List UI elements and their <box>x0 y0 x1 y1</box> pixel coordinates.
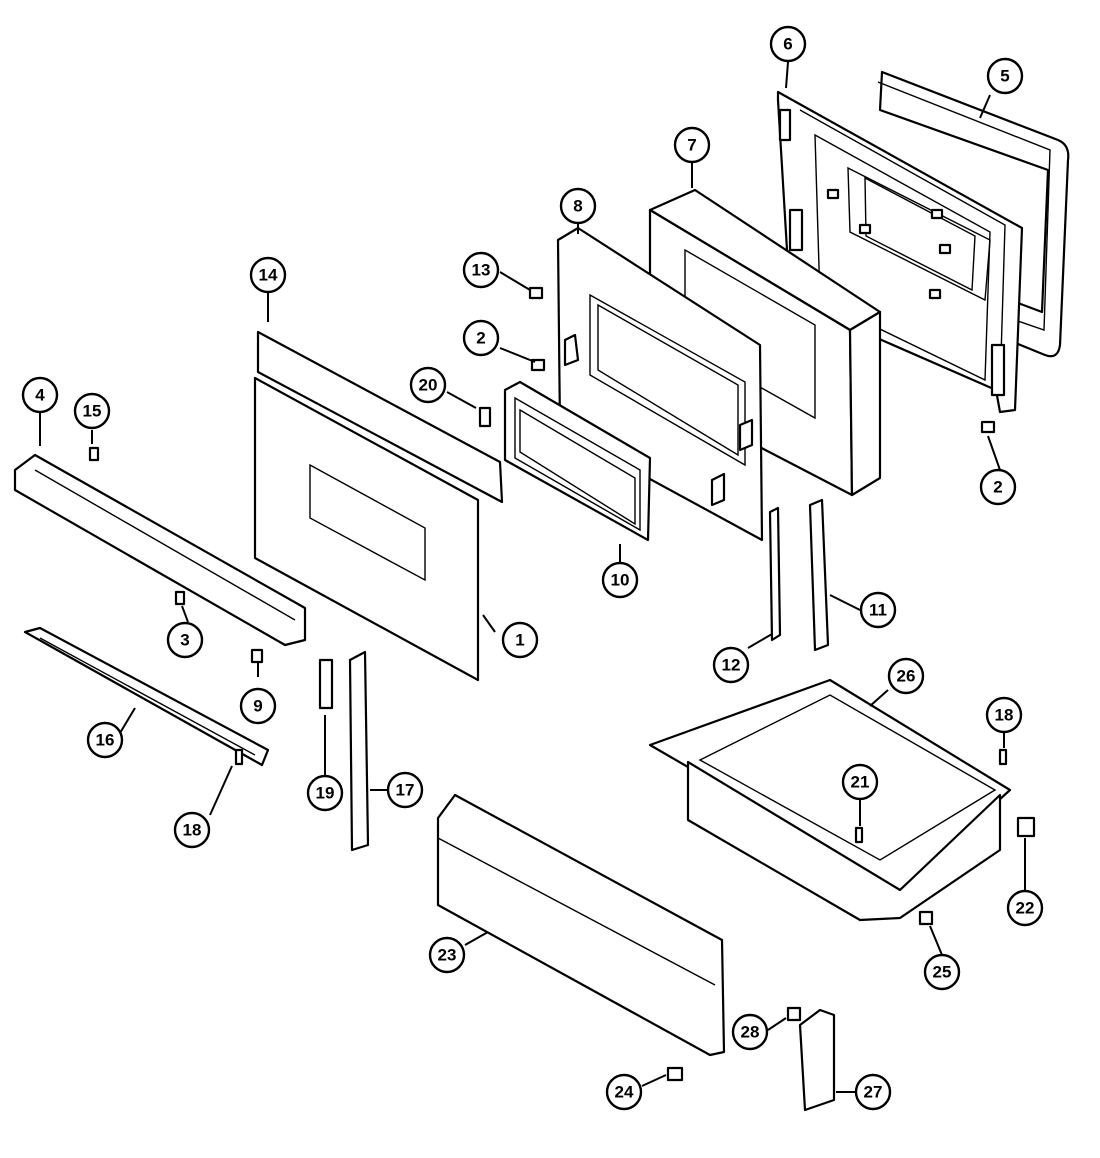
svg-text:12: 12 <box>722 656 741 675</box>
callout-1: 1 <box>501 621 539 659</box>
part-1-door-panel <box>253 376 480 682</box>
callout-18-right: 18 <box>985 696 1023 734</box>
svg-text:19: 19 <box>316 784 335 803</box>
callout-23: 23 <box>428 936 466 974</box>
svg-text:5: 5 <box>1000 67 1009 86</box>
callout-12: 12 <box>712 646 750 684</box>
part-19-trim-piece <box>318 658 334 710</box>
callout-26: 26 <box>887 657 925 695</box>
svg-text:6: 6 <box>783 35 792 54</box>
callout-bubbles: 1 2 2 3 4 5 6 7 8 9 10 11 12 13 14 15 16… <box>21 25 1044 1111</box>
svg-text:20: 20 <box>419 376 438 395</box>
callout-5: 5 <box>986 57 1024 95</box>
callout-4: 4 <box>21 376 59 414</box>
svg-text:21: 21 <box>851 773 870 792</box>
svg-text:1: 1 <box>515 631 524 650</box>
svg-text:15: 15 <box>83 402 102 421</box>
svg-text:2: 2 <box>476 329 485 348</box>
callout-17: 17 <box>386 771 424 809</box>
callout-11: 11 <box>859 591 897 629</box>
callout-8: 8 <box>559 187 597 225</box>
callout-21: 21 <box>841 763 879 801</box>
part-11-door-channel <box>808 498 830 652</box>
callout-25: 25 <box>923 953 961 991</box>
part-17-side-trim <box>348 650 370 852</box>
svg-text:25: 25 <box>933 963 952 982</box>
part-6-inner-door-frame <box>776 90 1024 414</box>
callout-6: 6 <box>769 25 807 63</box>
part-8-door-liner <box>556 226 764 542</box>
callout-14: 14 <box>249 256 287 294</box>
part-26-drawer-pan <box>648 678 1012 922</box>
callout-22: 22 <box>1006 889 1044 927</box>
callout-9: 9 <box>239 687 277 725</box>
callout-16: 16 <box>86 721 124 759</box>
callout-19: 19 <box>306 774 344 812</box>
svg-text:23: 23 <box>438 946 457 965</box>
svg-text:9: 9 <box>253 697 262 716</box>
part-23-drawer-front <box>436 793 726 1057</box>
part-27-trim-piece <box>798 1008 836 1112</box>
svg-text:2: 2 <box>993 478 1002 497</box>
svg-text:11: 11 <box>869 601 887 620</box>
svg-text:8: 8 <box>573 197 582 216</box>
callout-10: 10 <box>601 561 639 599</box>
part-12-door-channel <box>768 506 782 642</box>
svg-text:10: 10 <box>611 571 630 590</box>
svg-text:28: 28 <box>741 1023 760 1042</box>
part-16-trim-strip <box>23 626 270 767</box>
svg-text:24: 24 <box>615 1083 634 1102</box>
svg-text:4: 4 <box>35 386 45 405</box>
svg-text:16: 16 <box>96 731 115 750</box>
callout-24: 24 <box>605 1073 643 1111</box>
callout-15: 15 <box>73 392 111 430</box>
svg-text:17: 17 <box>396 781 415 800</box>
part-14-vent-trim <box>256 330 504 504</box>
callout-20: 20 <box>409 366 447 404</box>
part-10-window-glass <box>503 380 652 542</box>
callout-27: 27 <box>854 1073 892 1111</box>
callout-2-right: 2 <box>979 468 1017 506</box>
small-hardware <box>88 286 1036 1082</box>
svg-text:3: 3 <box>180 631 189 650</box>
leader-lines <box>39 61 1026 1093</box>
callout-7: 7 <box>673 126 711 164</box>
svg-text:18: 18 <box>183 821 202 840</box>
callout-28: 28 <box>731 1013 769 1051</box>
callout-3: 3 <box>166 621 204 659</box>
svg-text:14: 14 <box>259 266 278 285</box>
svg-text:18: 18 <box>995 706 1014 725</box>
part-4-door-handle <box>13 453 307 647</box>
svg-text:7: 7 <box>687 136 696 155</box>
svg-text:26: 26 <box>897 667 916 686</box>
svg-text:22: 22 <box>1016 899 1035 918</box>
svg-text:27: 27 <box>864 1083 883 1102</box>
callout-2-left: 2 <box>462 319 500 357</box>
callout-18-left: 18 <box>173 811 211 849</box>
callout-13: 13 <box>462 251 500 289</box>
svg-text:13: 13 <box>472 261 491 280</box>
